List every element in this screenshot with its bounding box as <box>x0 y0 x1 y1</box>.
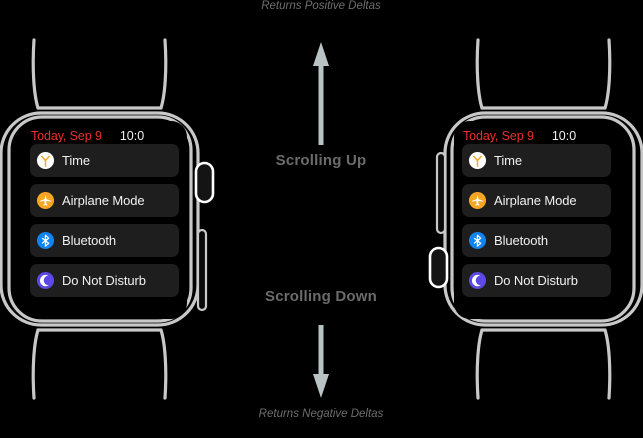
apple-watch-left: Today, Sep 9 10:0 Time <box>0 0 224 438</box>
watch-band-top-right-edge <box>159 38 168 110</box>
list-item[interactable]: Do Not Disturb <box>462 264 611 297</box>
status-time: 10:0 <box>119 129 145 143</box>
status-bar-left: Today, Sep 9 10:0 <box>22 121 187 143</box>
list-item-label: Bluetooth <box>494 233 549 248</box>
list-item-label: Time <box>62 153 91 168</box>
list-item-label: Bluetooth <box>62 233 117 248</box>
airplane-icon <box>468 191 487 210</box>
bluetooth-icon <box>36 231 55 250</box>
status-date: Today, Sep 9 <box>31 129 102 143</box>
list-item-label: Airplane Mode <box>494 193 577 208</box>
bluetooth-icon <box>468 231 487 250</box>
status-bar-right: Today, Sep 9 10:0 <box>454 121 619 143</box>
list-item[interactable]: Do Not Disturb <box>30 264 179 297</box>
side-button-icon[interactable] <box>196 228 208 312</box>
settings-list-right: Time Airplane Mode <box>454 141 619 297</box>
status-time: 10:0 <box>551 129 577 143</box>
list-item-label: Airplane Mode <box>62 193 145 208</box>
list-item[interactable]: Airplane Mode <box>462 184 611 217</box>
watch-band-top-right-edge <box>603 38 612 110</box>
watch-body-outline-right <box>428 38 643 400</box>
watch-band-top-left-edge <box>31 38 40 110</box>
scrolling-up-label: Scrolling Up <box>275 152 367 169</box>
watch-band-bottom-right-edge <box>603 328 612 400</box>
watch-case-inner <box>450 115 636 323</box>
settings-list-left: Time Airplane Mode <box>22 141 187 297</box>
watch-band-bottom-left-edge <box>31 328 40 400</box>
watch-band-bottom-right-edge <box>159 328 168 400</box>
clock-icon <box>36 151 55 170</box>
watch-screen-left: Today, Sep 9 10:0 Time <box>22 121 187 319</box>
watch-case-outer <box>0 111 200 327</box>
list-item[interactable]: Bluetooth <box>462 224 611 257</box>
moon-icon <box>36 271 55 290</box>
list-item[interactable]: Airplane Mode <box>30 184 179 217</box>
list-item[interactable]: Time <box>30 144 179 177</box>
list-item[interactable]: Bluetooth <box>30 224 179 257</box>
digital-crown-icon[interactable] <box>194 161 215 204</box>
watch-body-outline-left <box>0 38 215 400</box>
airplane-icon <box>36 191 55 210</box>
watch-band-bottom-left-edge <box>475 328 484 400</box>
scroll-arrows <box>313 42 329 398</box>
watch-screen-right: Today, Sep 9 10:0 Time <box>454 121 619 319</box>
list-item-label: Time <box>494 153 523 168</box>
bottom-caption: Returns Negative Deltas <box>258 408 384 420</box>
list-item-label: Do Not Disturb <box>494 273 578 288</box>
watch-case-inner <box>7 115 193 323</box>
arrow-up-icon <box>313 42 329 145</box>
list-item[interactable]: Time <box>462 144 611 177</box>
arrow-down-icon <box>313 325 329 398</box>
status-date: Today, Sep 9 <box>463 129 534 143</box>
list-item-label: Do Not Disturb <box>62 273 146 288</box>
moon-icon <box>468 271 487 290</box>
watch-band-top-left-edge <box>475 38 484 110</box>
clock-icon <box>468 151 487 170</box>
top-caption: Returns Positive Deltas <box>261 0 381 12</box>
digital-crown-icon[interactable] <box>428 246 449 289</box>
scrolling-down-label: Scrolling Down <box>265 288 377 305</box>
scroll-annotations: Returns Positive Deltas Scrolling Up Scr… <box>221 0 421 438</box>
apple-watch-right: Today, Sep 9 10:0 Time <box>419 0 643 438</box>
side-button-icon[interactable] <box>435 151 447 235</box>
